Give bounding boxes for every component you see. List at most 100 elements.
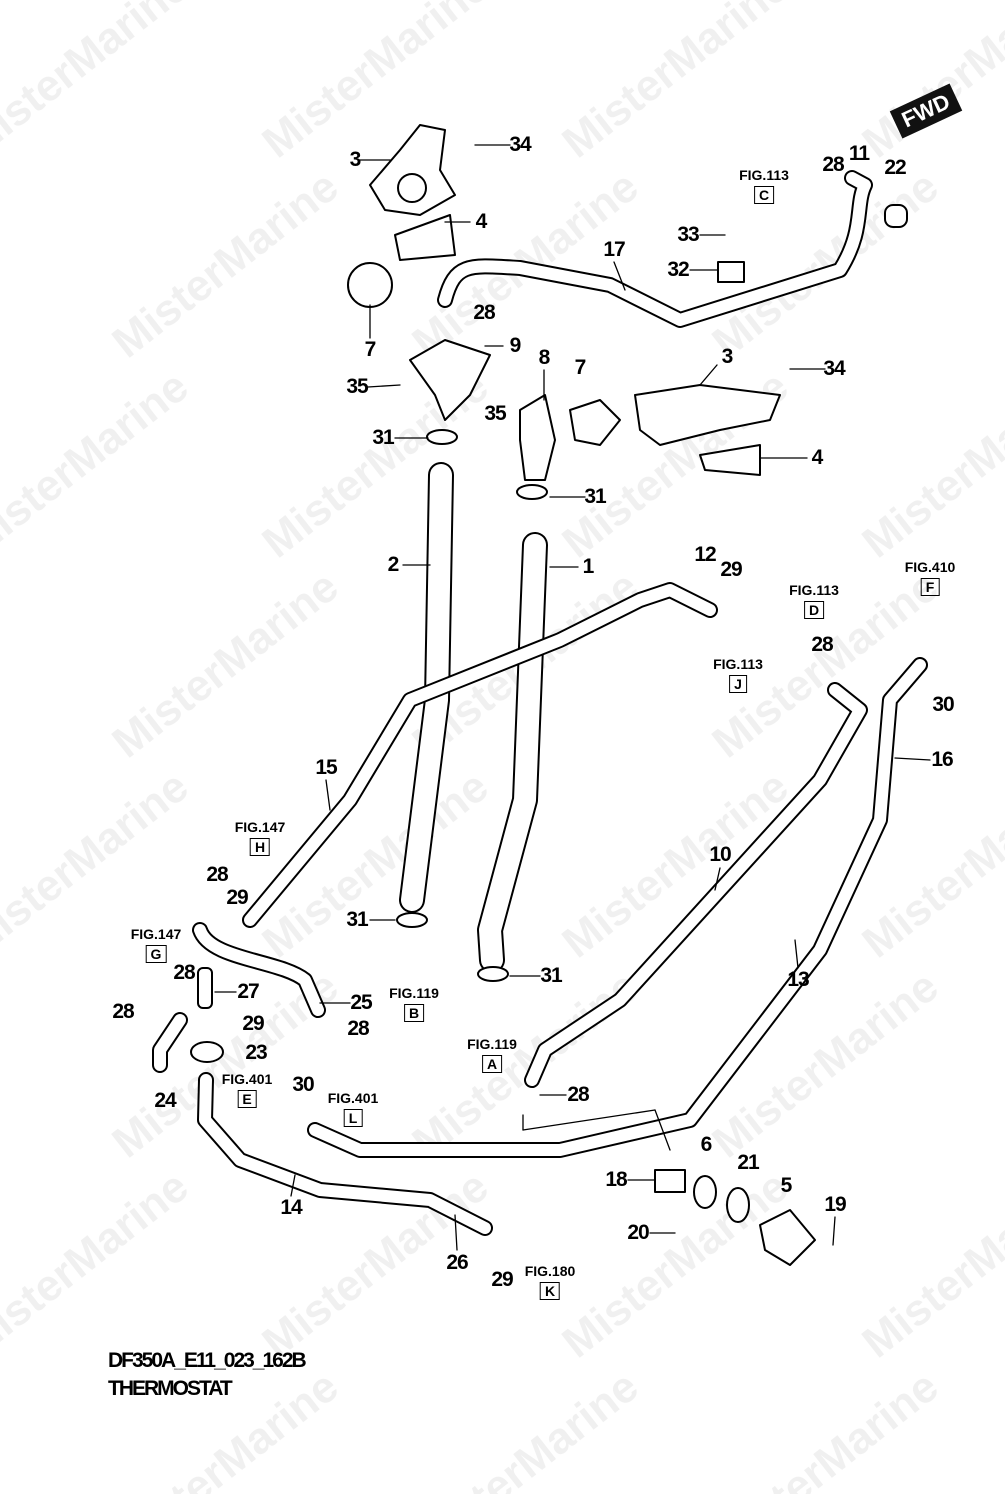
callout-34: 34 [823,357,845,380]
fig-letter: H [249,838,271,856]
callout-1: 1 [582,555,595,578]
gasket-4-upper [394,214,456,261]
callout-20: 20 [627,1221,649,1244]
diagram-title: THERMOSTAT [108,1377,233,1400]
callout-35: 35 [346,375,368,398]
callout-28: 28 [206,863,228,886]
callout-9: 9 [509,334,522,357]
leader-lines [214,144,931,1251]
callout-32: 32 [667,258,689,281]
callout-4: 4 [475,210,488,233]
callout-28: 28 [473,301,495,324]
callout-3: 3 [721,345,734,368]
housing-9 [409,339,491,421]
o-ring-21 [726,1187,750,1223]
callout-14: 14 [280,1196,302,1219]
callout-2: 2 [387,553,400,576]
callout-28: 28 [112,1000,134,1023]
callout-18: 18 [605,1168,627,1191]
callout-27: 27 [237,980,259,1003]
callout-5: 5 [780,1174,793,1197]
callout-13: 13 [787,968,809,991]
callout-28: 28 [567,1083,589,1106]
fig-letter: F [920,578,940,596]
callout-7: 7 [364,338,377,361]
fig-number: FIG.410 [904,559,956,575]
fig-letter: J [729,675,747,693]
fig-letter: L [343,1109,363,1127]
callout-3: 3 [349,148,362,171]
fig-number: FIG.401 [221,1071,273,1087]
callout-31: 31 [372,426,394,449]
fig-letter: G [145,945,167,963]
callout-19: 19 [824,1193,846,1216]
callout-29: 29 [226,886,248,909]
grommet-22 [884,204,908,228]
callout-12: 12 [694,543,716,566]
thermostat-housing-lower [634,384,781,446]
fig-number: FIG.113 [713,656,763,672]
parts [190,124,908,1266]
callout-4: 4 [811,446,824,469]
callout-31: 31 [540,964,562,987]
diagram-code: DF350A_E11_023_162B [108,1349,307,1372]
thermostat-7-upper [347,262,393,308]
callout-35: 35 [484,402,506,425]
callout-22: 22 [884,156,906,179]
callout-34: 34 [509,133,531,156]
callout-28: 28 [173,961,195,984]
o-ring-6 [693,1175,717,1209]
fig-letter: E [237,1090,257,1108]
callout-15: 15 [315,756,337,779]
fig-number: FIG.147 [130,926,182,942]
callout-8: 8 [538,346,551,369]
cover-5 [759,1209,816,1266]
callout-17: 17 [603,238,625,261]
callout-29: 29 [720,558,742,581]
joint-27 [197,967,213,1009]
callout-23: 23 [245,1041,267,1064]
fig-number: FIG.401 [327,1090,379,1106]
callout-30: 30 [932,693,954,716]
fig-number: FIG.119 [389,985,439,1001]
thermostat-housing-upper [369,124,456,216]
callout-33: 33 [677,223,699,246]
bracket-32 [717,261,745,283]
elbow-8 [519,394,556,481]
valve-18 [654,1169,686,1193]
fig-letter: A [481,1055,503,1073]
callout-31: 31 [346,908,368,931]
callout-25: 25 [350,991,372,1014]
callout-31: 31 [584,485,606,508]
hose-15 [242,582,718,928]
fig-letter: K [539,1282,561,1300]
thermostat-7-lower [569,399,621,446]
callout-26: 26 [446,1251,468,1274]
callout-29: 29 [491,1268,513,1291]
hose-17 [437,170,873,328]
callout-29: 29 [242,1012,264,1035]
callout-28: 28 [811,633,833,656]
callout-11: 11 [848,142,870,165]
grommet-23 [190,1041,224,1063]
fig-letter: D [803,601,825,619]
fig-letter: C [753,186,775,204]
fig-number: FIG.180 [524,1263,576,1279]
fig-letter: B [403,1004,425,1022]
fig-number: FIG.113 [789,582,839,598]
callout-28: 28 [347,1017,369,1040]
fig-number: FIG.119 [467,1036,517,1052]
